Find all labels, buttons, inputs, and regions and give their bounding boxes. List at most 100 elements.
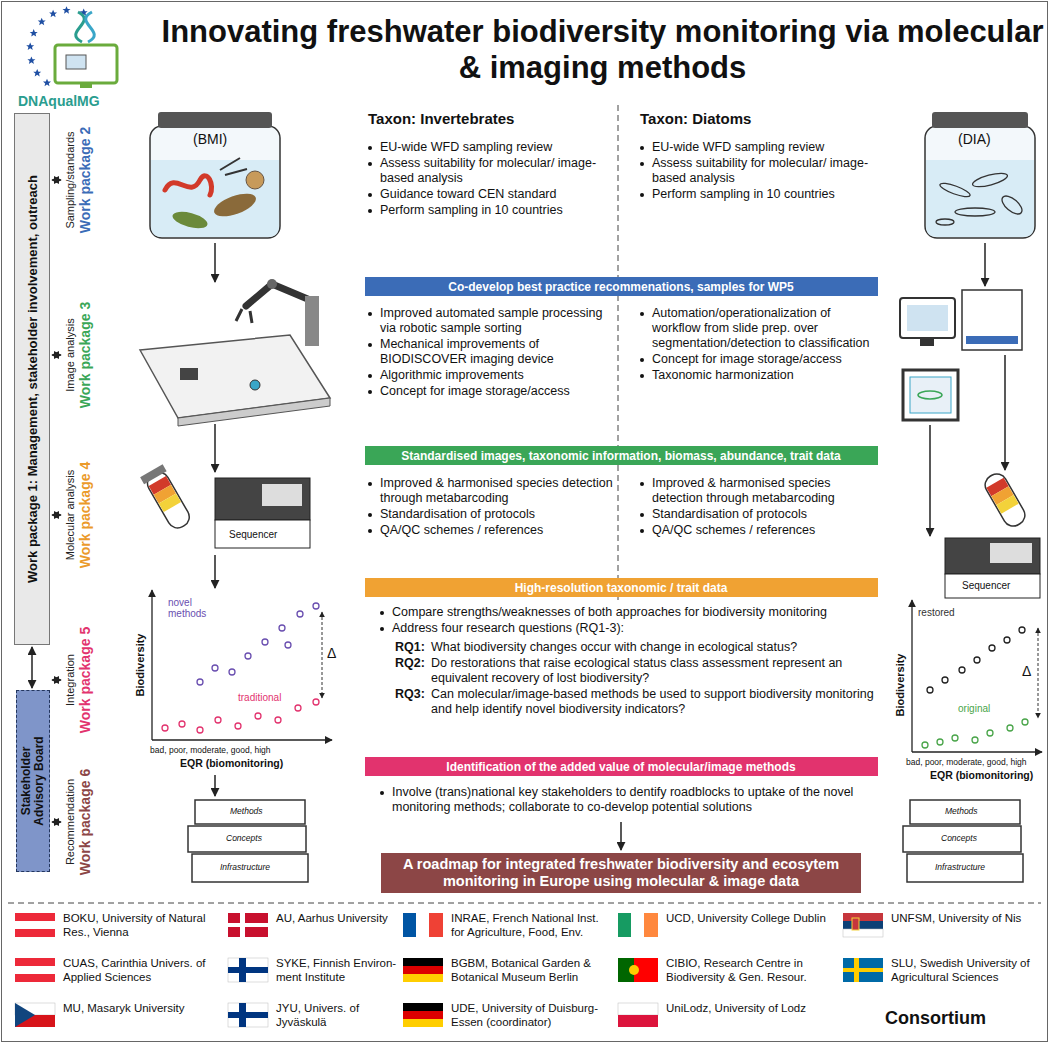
bullet-dot — [380, 791, 384, 795]
bullet-item: Guidance toward CEN standard — [368, 187, 613, 202]
bullet-dot — [368, 209, 372, 213]
rotated-label: Biodiversity — [134, 634, 147, 697]
text-label: Methods — [945, 806, 978, 816]
rotated-label: Sampling/standardsWork package 2 — [63, 127, 94, 233]
bullet-dot — [640, 162, 644, 166]
bullet-dot — [368, 193, 372, 197]
bullet-dot — [368, 390, 372, 394]
rotated-label: Biodiversity — [894, 654, 907, 717]
bullet-dot — [640, 193, 644, 197]
node-text: Co-develop best practice recommenations,… — [448, 280, 793, 294]
question-row: RQ2:Do restorations that raise ecologica… — [395, 656, 880, 686]
rotated-text: Work package 4 — [77, 462, 94, 568]
node-text: Stakeholder Advisory Board — [20, 726, 46, 836]
text-label: MU, Masaryk University — [63, 1001, 213, 1015]
bullet-item: Standardisation of protocols — [640, 507, 880, 522]
rotated-text: Sampling/standards — [63, 127, 77, 233]
bullet-list: Compare strengths/weaknesses of both app… — [380, 605, 880, 637]
advisory-board-box: Stakeholder Advisory Board — [16, 690, 50, 872]
rotated-text: Recommendation — [63, 769, 77, 875]
question-list: RQ1:What biodiversity changes occur with… — [395, 640, 880, 718]
bullet-text: Guidance toward CEN standard — [380, 187, 613, 202]
text-label: CUAS, Carinthia Univers. of Applied Scie… — [63, 956, 213, 984]
bullet-text: QA/QC schemes / references — [652, 523, 880, 538]
question-row: RQ3:Can molecular/image-based methods be… — [395, 687, 880, 717]
bullet-dot — [368, 162, 372, 166]
rotated-label: Molecular analysisWork package 4 — [63, 462, 94, 568]
work-package-bar: Work package 1: Management, stakeholder … — [14, 113, 50, 645]
bullet-dot — [640, 513, 644, 517]
bullet-item: EU-wide WFD sampling review — [640, 140, 880, 155]
text-label: Δ — [1022, 663, 1031, 680]
bullet-text: Standardisation of protocols — [380, 507, 613, 522]
bullet-dot — [380, 627, 384, 631]
bullet-item: QA/QC schemes / references — [368, 523, 613, 538]
node-text: High-resolution taxonomic / trait data — [515, 581, 728, 595]
node-text: Work package 1: Management, stakeholder … — [25, 175, 40, 583]
text-label: UniLodz, University of Lodz — [666, 1001, 836, 1015]
text-label: AU, Aarhus University — [276, 911, 398, 925]
bullet-item: Assess suitability for molecular/ image-… — [368, 156, 613, 186]
bullet-text: Concept for image storage/access — [652, 352, 880, 367]
bullet-list: EU-wide WFD sampling reviewAssess suitab… — [368, 140, 613, 219]
text-label: novel methods — [168, 597, 223, 619]
bullet-dot — [368, 513, 372, 517]
bullet-text: Algorithmic improvements — [380, 368, 613, 383]
rotated-text: Work package 2 — [77, 127, 94, 233]
bullet-text: Improved automated sample processing via… — [380, 306, 613, 336]
text-label: bad, poor, moderate, good, high — [150, 745, 271, 755]
question-text: Do restorations that raise ecological st… — [431, 656, 880, 686]
title: Innovating freshwater biodiversity monit… — [160, 14, 1045, 86]
bullet-text: Perform sampling in 10 countries — [652, 187, 880, 202]
bullet-dot — [368, 343, 372, 347]
text-label: original — [958, 703, 990, 714]
bullet-text: Assess suitability for molecular/ image-… — [652, 156, 880, 186]
bullet-dot — [640, 312, 644, 316]
bullet-dot — [368, 482, 372, 486]
bullet-text: Taxonomic harmonization — [652, 368, 880, 383]
text-label: (BMI) — [193, 131, 227, 148]
text-label: Taxon: Invertebrates — [368, 110, 514, 128]
text-label: UDE, University of Duisburg-Essen (coord… — [451, 1001, 611, 1029]
bullet-list: Improved & harmonised species detection … — [368, 476, 613, 539]
text-label: SLU, Swedish University of Agricultural … — [891, 956, 1041, 984]
text-label: Concepts — [226, 833, 262, 843]
bullet-dot — [368, 374, 372, 378]
bullet-dot — [640, 374, 644, 378]
bullet-dot — [380, 611, 384, 615]
bullet-dot — [640, 146, 644, 150]
bullet-dot — [368, 529, 372, 533]
rotated-text: Work package 5 — [77, 627, 94, 733]
bullet-item: Compare strengths/weaknesses of both app… — [380, 605, 880, 620]
bullet-item: Perform sampling in 10 countries — [640, 187, 880, 202]
bullet-text: Mechanical improvements of BIODISCOVER i… — [380, 337, 613, 367]
bullet-item: QA/QC schemes / references — [640, 523, 880, 538]
text-label: Taxon: Diatoms — [640, 110, 751, 128]
bullet-item: Address four research questions (RQ1-3): — [380, 621, 880, 636]
bullet-item: Involve (trans)national key stakeholders… — [380, 785, 860, 815]
bullet-text: Standardisation of protocols — [652, 507, 880, 522]
bullet-text: Address four research questions (RQ1-3): — [392, 621, 880, 636]
rotated-text: Image analysis — [63, 302, 77, 408]
bullet-item: Improved automated sample processing via… — [368, 306, 613, 336]
bullet-text: Perform sampling in 10 countries — [380, 203, 613, 218]
text-label: traditional — [238, 692, 281, 703]
bullet-item: Perform sampling in 10 countries — [368, 203, 613, 218]
question-text: Can molecular/image-based methods be use… — [431, 687, 880, 717]
rotated-text: Biodiversity — [894, 654, 907, 717]
bullet-item: Improved & harmonised species detection … — [640, 476, 880, 506]
text-label: SYKE, Finnish Environ- ment Institute — [276, 956, 398, 984]
bullet-text: Improved & harmonised species detection … — [380, 476, 613, 506]
bullet-item: Standardisation of protocols — [368, 507, 613, 522]
bullet-list: Automation/operationalization of workflo… — [640, 306, 880, 384]
bullet-dot — [368, 312, 372, 316]
output-band: Standardised images, taxonomic informati… — [365, 446, 878, 465]
text-label: BOKU, University of Natural Res., Vienna — [63, 911, 213, 939]
bullet-list: Improved automated sample processing via… — [368, 306, 613, 400]
rotated-text: Biodiversity — [134, 634, 147, 697]
rotated-text: Work package 6 — [77, 769, 94, 875]
question-row: RQ1:What biodiversity changes occur with… — [395, 640, 880, 655]
rotated-text: Work package 3 — [77, 302, 94, 408]
question-number: RQ1: — [395, 640, 431, 655]
bullet-item: Concept for image storage/access — [640, 352, 880, 367]
